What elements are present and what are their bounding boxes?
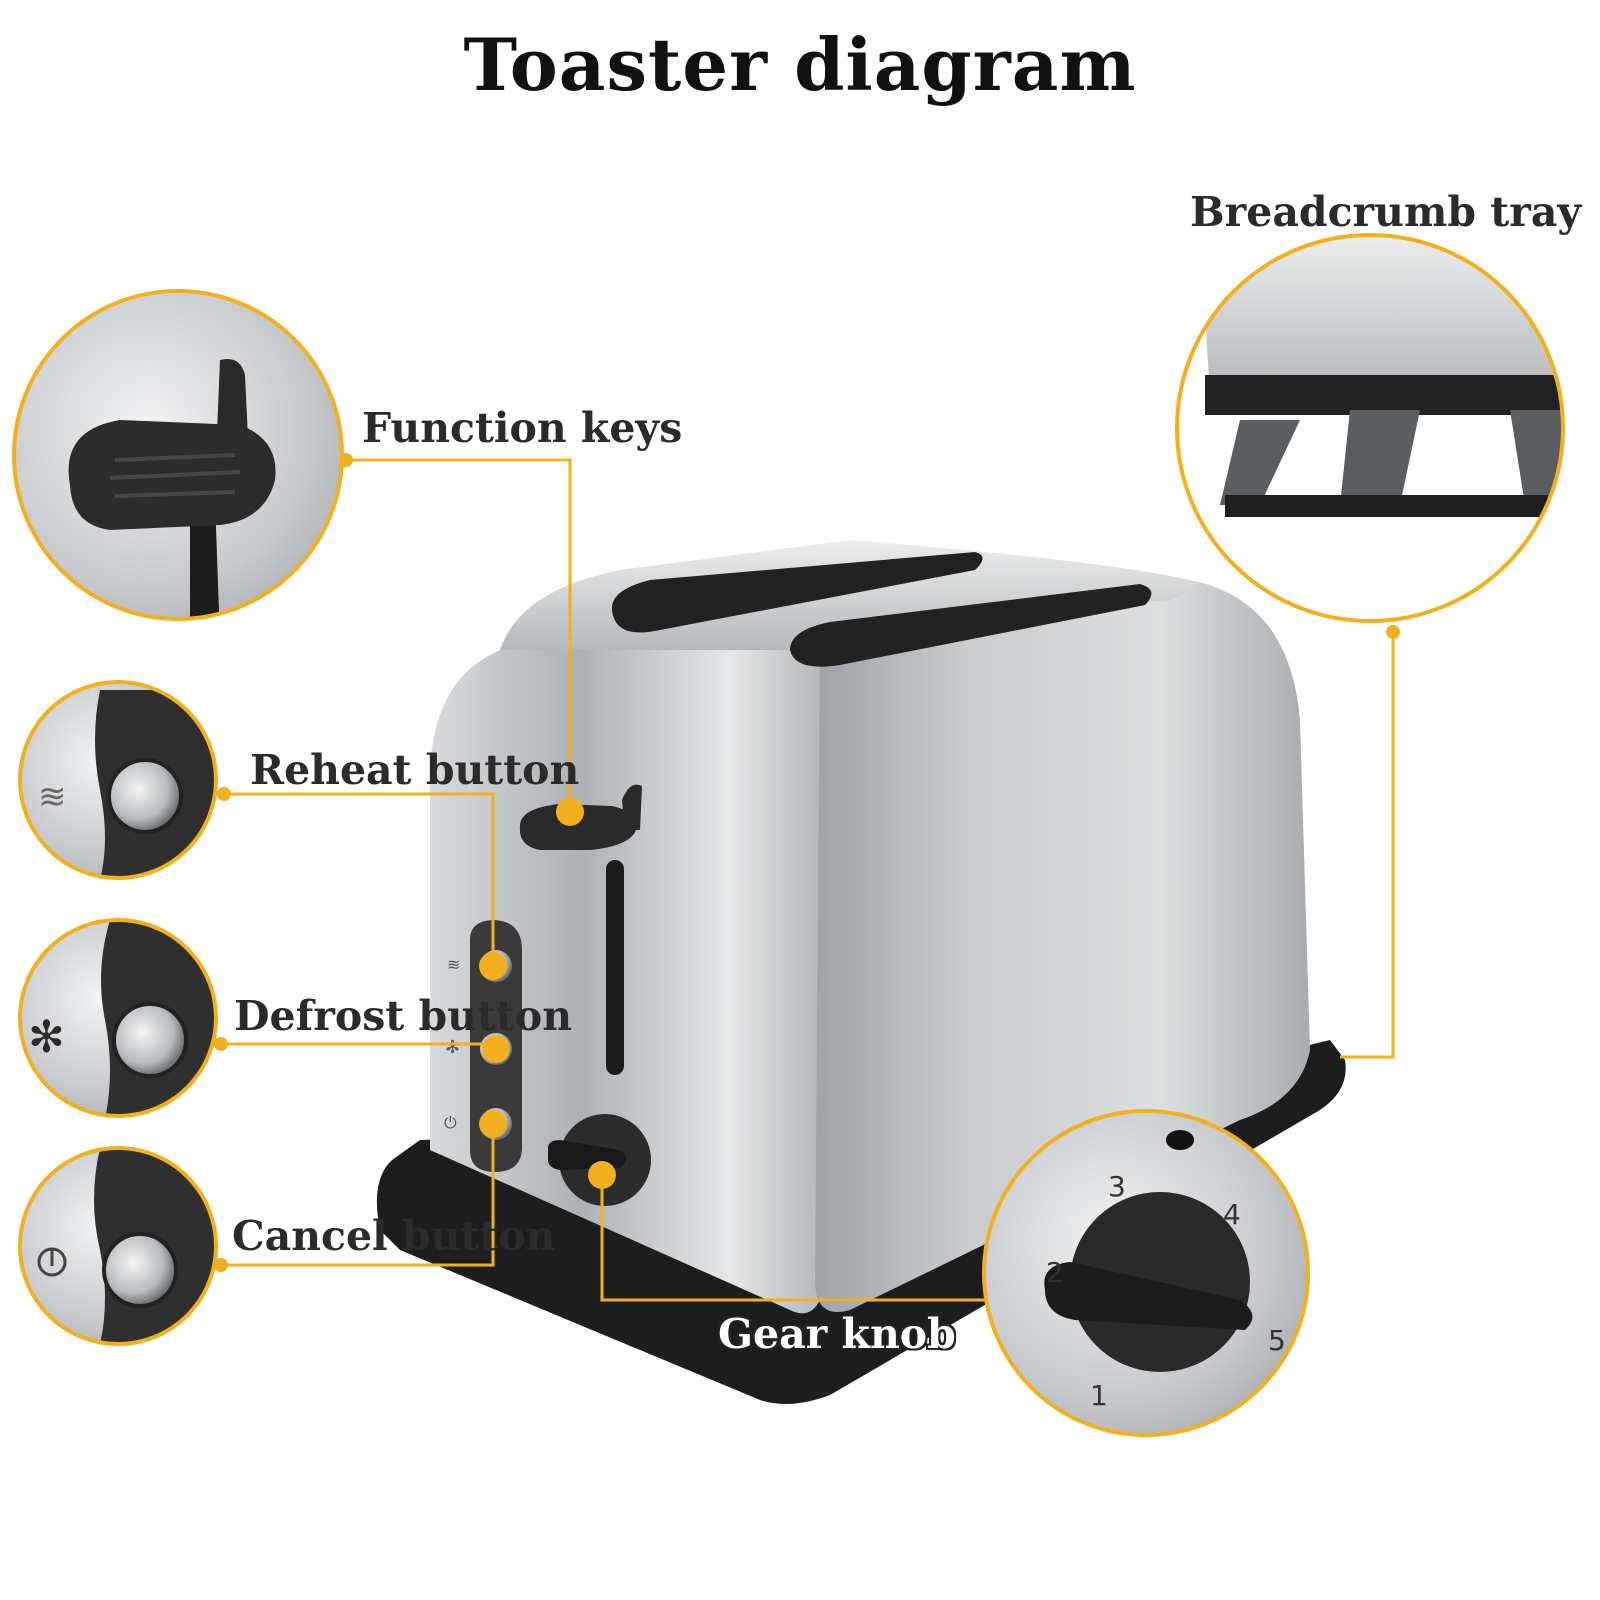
snowflake-icon: ✻ [28, 1012, 65, 1063]
toaster-lever-stem [622, 784, 642, 830]
power-icon [37, 1247, 67, 1277]
knob-number-1: 1 [1090, 1379, 1108, 1412]
svg-text:✻: ✻ [445, 1037, 460, 1058]
detail-function-keys [12, 289, 344, 621]
label-cancel-button: Cancel button [232, 1212, 556, 1260]
knob-number-4: 4 [1223, 1198, 1241, 1231]
callout-line-function [346, 458, 572, 812]
callout-dots [214, 453, 1400, 1307]
detail-reheat: ≋ [18, 680, 218, 880]
label-reheat-button: Reheat button [250, 746, 580, 794]
label-breadcrumb-tray: Breadcrumb tray [1190, 188, 1582, 236]
callout-lines [221, 458, 1395, 1302]
detail-breadcrumb-tray [1175, 233, 1565, 623]
lever-slot [606, 860, 624, 1075]
svg-text:⏻: ⏻ [444, 1113, 457, 1132]
callout-line-reheat [224, 792, 495, 966]
label-defrost-button: Defrost button [234, 992, 573, 1040]
knob-number-5: 5 [1268, 1324, 1286, 1357]
crumb-tray-icon [1220, 410, 1563, 517]
callout-line-gear [600, 1175, 998, 1302]
reheat-icon: ≋ [38, 777, 67, 817]
callout-line-cancel [221, 1124, 495, 1267]
knob-number-3: 3 [1108, 1170, 1126, 1203]
diagram-title: Toaster diagram [463, 22, 1137, 107]
label-gear-knob: Gear knob [718, 1310, 956, 1358]
detail-cancel [18, 1146, 218, 1346]
dial-icon [1044, 1192, 1253, 1372]
label-function-keys: Function keys [362, 404, 683, 452]
toaster-lever [519, 804, 637, 850]
knob-number-2: 2 [1046, 1256, 1064, 1289]
callout-line-tray [1340, 632, 1395, 1059]
bread-slot-2 [790, 584, 1152, 667]
detail-gear-knob: 1 2 3 4 5 6 [982, 1109, 1310, 1437]
toaster-front-face [430, 600, 860, 1314]
bread-slot-1 [611, 552, 983, 633]
svg-text:≋: ≋ [447, 955, 460, 974]
detail-defrost: ✻ [18, 918, 218, 1118]
